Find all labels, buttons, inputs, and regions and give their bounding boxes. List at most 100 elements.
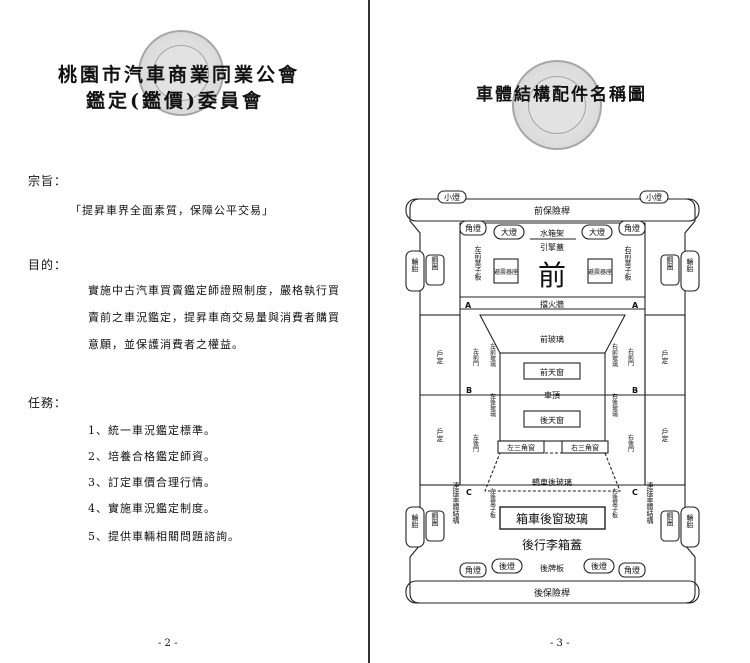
- shock-absorber-left: [493, 258, 519, 284]
- windshield-outline: [479, 314, 626, 354]
- engine-hood-label: 引擎蓋: [540, 242, 564, 252]
- front-label: 前: [538, 259, 566, 292]
- rear-left-wheel-label: 輪胎: [411, 513, 419, 529]
- left-front-glass-label: 左前玻璃: [489, 342, 496, 368]
- plate-board-label: 後牌板: [540, 563, 564, 573]
- roof-outline: [499, 352, 606, 442]
- shock-absorber-left-label: 避震器座: [494, 268, 518, 276]
- front-bumper: [405, 198, 700, 222]
- left-door-label-2: 戶定: [436, 427, 444, 443]
- rear-right-rim: [660, 510, 680, 542]
- page-number-left: - 2 -: [158, 638, 178, 649]
- small-lamp-right-label: 小燈: [646, 192, 662, 202]
- car-body-diagram: 前保險桿 小燈 小燈 角燈 角燈 大燈 大燈 水箱架 引擎蓋 前 避震器座 避震…: [400, 185, 705, 619]
- rear-lamp-right: [583, 558, 615, 574]
- left-page: 桃園市汽車商業同業公會 鑑定(鑑價)委員會 宗旨： 「提昇車界全面素質，保障公平…: [0, 0, 369, 663]
- corner-lamp-right: [618, 220, 646, 236]
- corner-lamp-rear-left: [459, 562, 487, 578]
- rear-bumper-label: 後保險桿: [534, 587, 570, 599]
- front-sunroof-label: 前天窗: [540, 367, 564, 377]
- pillar-a-right: A: [632, 301, 639, 310]
- committee-title: 鑑定(鑑價)委員會: [86, 90, 264, 112]
- association-seal-left: [138, 30, 224, 116]
- right-front-glass-label: 右前玻璃: [611, 342, 618, 368]
- front-right-rim: [660, 254, 680, 286]
- task-item-3: 3、訂定車價合理行情。: [88, 476, 216, 489]
- front-sunroof: [523, 362, 581, 380]
- headlight-left: [493, 224, 525, 240]
- radiator-frame-label: 水箱架: [540, 228, 564, 238]
- rear-left-wheel: [405, 506, 425, 548]
- rear-sunroof-label: 後天窗: [540, 415, 564, 425]
- shock-absorber-right: [587, 258, 613, 284]
- front-left-rim-label: 鋼圈: [431, 255, 439, 271]
- corner-lamp-right-label: 角燈: [624, 223, 640, 233]
- firewall-label: 擋火牆: [540, 299, 564, 309]
- corner-lamp-left: [459, 220, 487, 236]
- right-door-outer: [644, 314, 686, 486]
- objective-line-3: 意願，並保護消費者之權益。: [88, 338, 244, 351]
- left-rear-fender-label: 左後葉子板: [489, 487, 496, 519]
- rear-right-wheel-label: 輪胎: [686, 513, 694, 529]
- task-item-1: 1、統一車況鑑定標準。: [88, 424, 216, 437]
- roof-label: 車頂: [544, 390, 560, 400]
- right-front-door-label: 右前門: [627, 347, 634, 367]
- rear-lamp-right-label: 後燈: [591, 561, 607, 571]
- rear-lamp-left: [491, 558, 523, 574]
- small-lamp-right: [639, 190, 669, 204]
- objective-label: 目的：: [28, 258, 68, 272]
- corner-lamp-rear-left-label: 角燈: [465, 565, 481, 575]
- left-front-fender-label: 左前葉子板: [474, 245, 482, 282]
- task-item-5: 5、提供車輛相關問題諮詢。: [88, 530, 240, 543]
- front-right-rim-label: 鋼圈: [666, 255, 674, 271]
- pillar-a-left: A: [465, 301, 472, 310]
- task-item-4: 4、實施車況鑑定制度。: [88, 502, 216, 515]
- corner-lamp-rear-right-label: 角燈: [624, 565, 640, 575]
- rear-sunroof: [523, 410, 581, 428]
- right-triangle-window-label: 右三角窗: [571, 443, 599, 452]
- rear-right-rim-label: 鋼圈: [666, 511, 674, 527]
- right-rear-door-label: 右後門: [627, 433, 634, 453]
- purpose-text: 「提昇車界全面素質，保障公平交易」: [70, 204, 274, 217]
- pillar-c-left: C: [466, 488, 472, 497]
- trunk-lid-label: 後行李箱蓋: [522, 537, 582, 552]
- rear-connect-left-label: 連接車體結構: [452, 481, 460, 525]
- tasks-label: 任務：: [28, 396, 68, 410]
- rear-left-rim: [425, 510, 445, 542]
- front-left-rim: [425, 254, 445, 286]
- front-right-wheel-label: 輪胎: [686, 257, 694, 273]
- right-page: 車體結構配件名稱圖 前保險桿 小燈 小燈 角燈 角燈 大燈 大燈 水箱架 引: [369, 0, 750, 663]
- task-item-2: 2、培養合格鑑定師資。: [88, 450, 216, 463]
- front-left-wheel-label: 輪胎: [411, 257, 419, 273]
- front-left-wheel: [405, 250, 425, 292]
- small-lamp-left-label: 小燈: [444, 192, 460, 202]
- association-seal-right: [512, 60, 602, 150]
- rear-bumper: [405, 580, 700, 604]
- left-triangle-window-label: 左三角窗: [507, 443, 535, 452]
- small-lamp-left: [437, 190, 467, 204]
- purpose-label: 宗旨：: [28, 174, 68, 188]
- left-door-outer: [419, 314, 461, 486]
- left-rear-door-label: 左後門: [472, 433, 479, 453]
- pillar-b-right: B: [632, 386, 638, 395]
- rear-connect-right-label: 連接車體結構: [646, 481, 654, 525]
- headlight-left-label: 大燈: [501, 227, 517, 237]
- corner-lamp-left-label: 角燈: [465, 223, 481, 233]
- left-rear-glass-label: 左後玻璃: [489, 392, 496, 418]
- rear-left-rim-label: 鋼圈: [431, 511, 439, 527]
- rear-glass-label: 轎車後玻璃: [532, 477, 572, 487]
- page-number-right: - 3 -: [550, 638, 570, 649]
- hatch-glass-label: 箱車後窗玻璃: [516, 511, 588, 526]
- rear-lamp-left-label: 後燈: [499, 561, 515, 571]
- diagram-title: 車體結構配件名稱圖: [476, 85, 647, 105]
- right-door-label-1: 戶定: [661, 349, 669, 365]
- pillar-c-right: C: [632, 488, 638, 497]
- front-right-wheel: [680, 250, 700, 292]
- right-front-fender-label: 右前葉子板: [624, 245, 632, 282]
- rear-glass-outline: [484, 452, 621, 492]
- car-body-svg: 前保險桿 小燈 小燈 角燈 角燈 大燈 大燈 水箱架 引擎蓋 前 避震器座 避震…: [405, 190, 700, 604]
- hatch-glass-box: [499, 506, 606, 530]
- rear-right-wheel: [680, 506, 700, 548]
- headlight-right: [581, 224, 613, 240]
- left-door-label-1: 戶定: [436, 349, 444, 365]
